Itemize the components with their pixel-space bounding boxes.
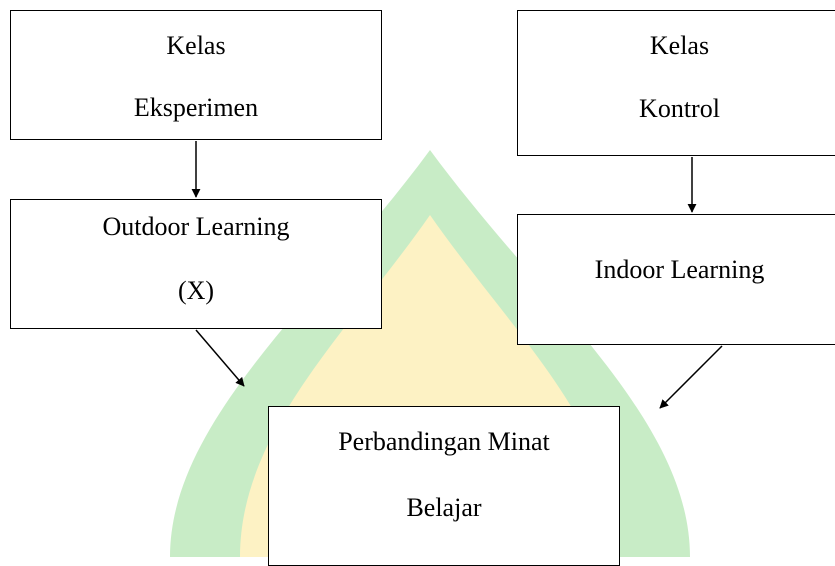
arrow-outdoor-to-hasil bbox=[195, 329, 245, 387]
box-indoor-learning: Indoor Learning bbox=[517, 214, 835, 345]
box-label-line2: Eksperimen bbox=[133, 93, 259, 122]
box-label-line1: Kelas bbox=[649, 31, 710, 60]
box-outdoor-learning: Outdoor Learning (X) bbox=[10, 199, 382, 329]
box-label-line1: Kelas bbox=[166, 31, 226, 60]
box-label-line2: Belajar bbox=[406, 493, 482, 522]
box-label-line1: Indoor Learning bbox=[594, 255, 765, 284]
box-kelas-eksperimen: Kelas Eksperimen bbox=[10, 10, 382, 140]
box-label-line2: Kontrol bbox=[639, 94, 720, 123]
box-kelas-kontrol: Kelas Kontrol bbox=[517, 10, 835, 156]
box-label-line2: (X) bbox=[177, 276, 215, 305]
arrow-indoor-to-hasil bbox=[659, 345, 723, 409]
box-label-line1: Outdoor Learning bbox=[102, 212, 290, 241]
box-label-line1: Perbandingan Minat bbox=[338, 427, 550, 456]
box-perbandingan-minat-belajar: Perbandingan Minat Belajar bbox=[268, 406, 620, 566]
